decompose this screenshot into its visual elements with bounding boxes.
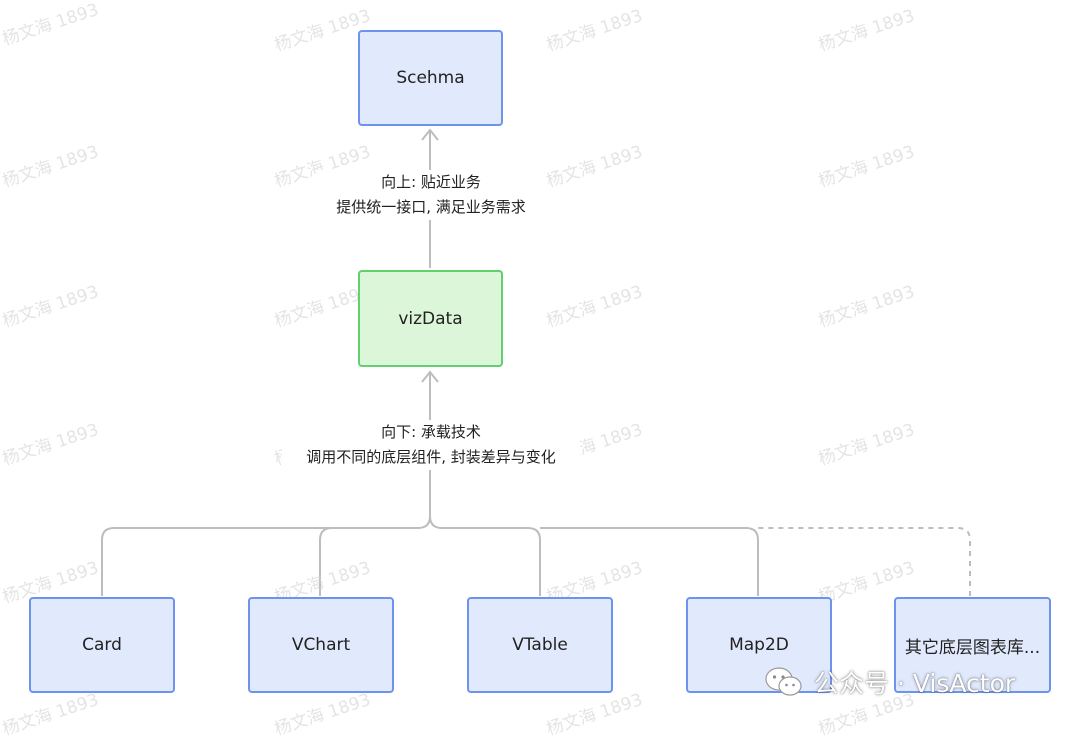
- footer-account-text: 公众号 · VisActor: [814, 669, 1016, 698]
- node-others[interactable]: 其它底层图表库...: [894, 597, 1051, 693]
- branch-vtable: [429, 515, 541, 596]
- node-vchart[interactable]: VChart: [248, 597, 394, 693]
- node-vtable[interactable]: VTable: [467, 597, 613, 693]
- branch-card: [101, 515, 431, 596]
- edge-label-down-desc: 调用不同的底层组件, 封装差异与变化: [306, 448, 556, 466]
- node-schema[interactable]: Scehma: [358, 30, 503, 126]
- edge-label-down-title: 向下: 承载技术: [381, 423, 481, 441]
- edge-label-up: 向上: 贴近业务 提供统一接口, 满足业务需求: [316, 170, 546, 220]
- edge-label-up-desc: 提供统一接口, 满足业务需求: [336, 198, 526, 216]
- edge-branches: [101, 515, 971, 596]
- edge-label-up-title: 向上: 贴近业务: [381, 173, 481, 191]
- wechat-icon: [765, 667, 802, 696]
- node-card[interactable]: Card: [29, 597, 175, 693]
- footer-account: 公众号 · VisActor: [764, 662, 1015, 702]
- branch-map2d: [540, 527, 759, 596]
- node-vizdata[interactable]: vizData: [358, 270, 503, 367]
- branch-others: [758, 527, 971, 596]
- node-map2d[interactable]: Map2D: [686, 597, 832, 693]
- branch-vchart: [319, 527, 333, 596]
- edge-label-down: 向下: 承载技术 调用不同的底层组件, 封装差异与变化: [282, 420, 580, 470]
